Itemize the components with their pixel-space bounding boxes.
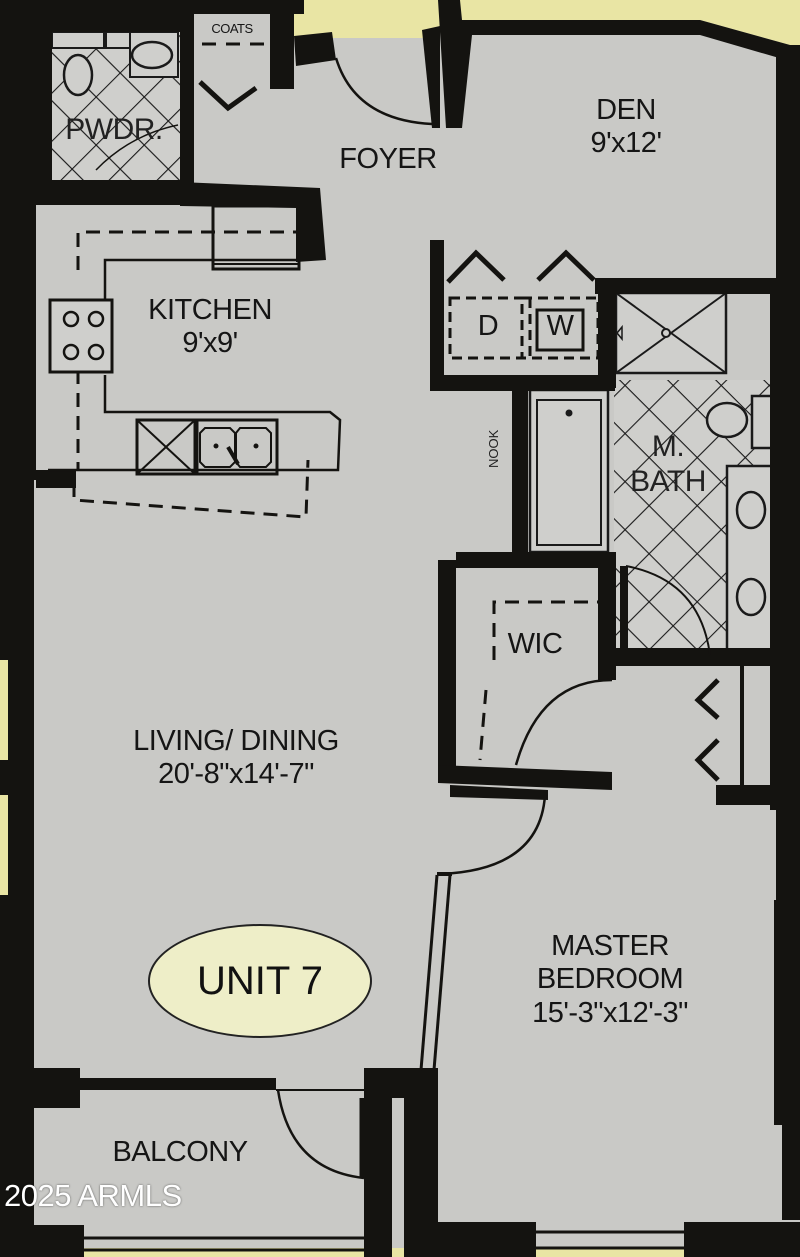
washer-label: W [546,310,574,342]
kitchen-counters [48,204,342,519]
toilet-tank [750,394,774,450]
stove-icon [48,298,114,374]
master-bedroom-line1: MASTER [551,930,669,962]
den-label: DEN 9'x12' [591,94,662,161]
wic-label: WIC [507,628,563,660]
balcony-label: BALCONY [112,1136,248,1168]
master-bath-label: M. BATH [630,430,706,499]
living-dining-label: LIVING/ DINING 20'-8"x14'-7" [133,725,339,792]
powder-room-floor [51,31,180,180]
washer-dryer [448,296,600,360]
shower-icon [614,291,728,375]
copyright-watermark: 2025 ARMLS [4,1178,182,1213]
kitchen-name: KITCHEN [148,294,272,326]
door-swings [95,57,720,1180]
master-bath-floor [614,380,774,656]
bathtub-icon [528,388,610,554]
nook-label: NOOK [486,429,501,468]
living-dining-name: LIVING/ DINING [133,725,339,757]
vanity-counter [725,464,774,656]
wic-shelf [478,600,598,761]
toilet-icon [705,401,749,439]
kitchen-sink-icon [195,418,279,476]
powder-room-label: PWDR. [65,113,163,146]
dryer-label: D [477,310,499,342]
kitchen-size: 9'x9' [182,327,238,360]
living-dining-size: 20'-8"x14'-7" [158,758,314,791]
coats-label: COATS [211,21,253,36]
unit-badge-text: UNIT 7 [197,958,323,1003]
master-bath-line2: BATH [630,464,706,498]
master-bedroom-line2: BEDROOM [536,963,684,996]
den-name: DEN [596,94,656,126]
master-bath-line1: M. [651,430,685,463]
foyer-label: FOYER [339,143,437,175]
sink-icon [735,577,767,617]
sink-icon [735,490,767,530]
windows [84,872,684,1252]
sink-icon [130,40,174,70]
den-size: 9'x12' [590,127,662,160]
unit-badge: UNIT 7 [148,924,372,1038]
dishwasher-icon [135,418,197,476]
toilet-icon [62,53,94,97]
master-bedroom-size: 15'-3"x12'-3" [532,996,688,1029]
kitchen-label: KITCHEN 9'x9' [148,294,272,361]
master-bedroom-label: MASTER BEDROOM 15'-3"x12'-3" [532,930,688,1030]
